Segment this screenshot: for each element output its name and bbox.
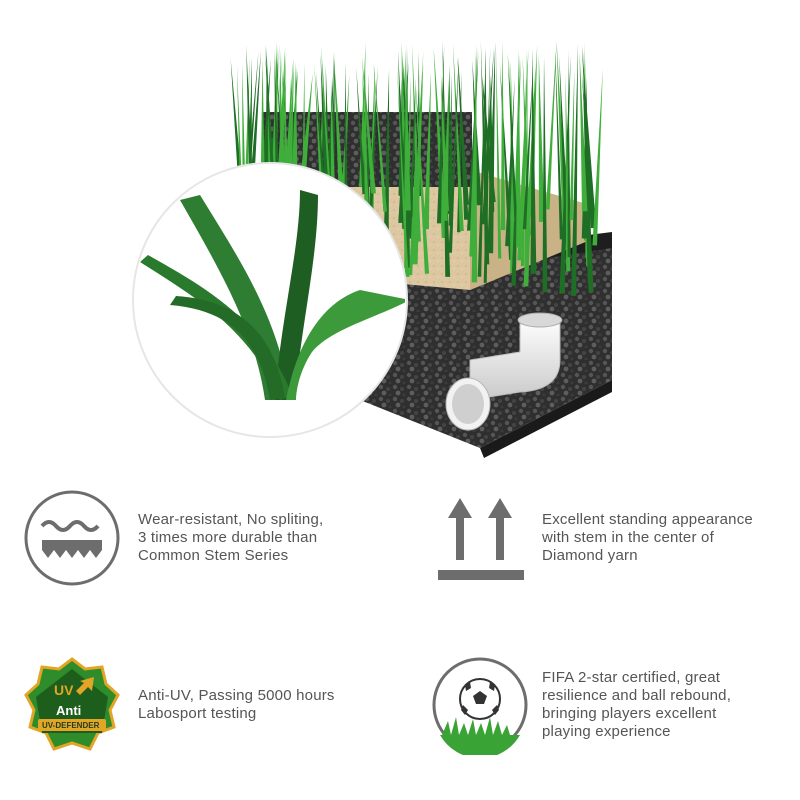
grass-blade <box>545 41 557 210</box>
grass-blade <box>403 59 411 205</box>
feature-wear-resistant: Wear-resistant, No spliting, 3 times mor… <box>22 488 323 588</box>
grass-blade <box>442 72 450 221</box>
feature-text: Wear-resistant, No spliting, 3 times mor… <box>138 511 324 564</box>
grass-blade <box>362 69 372 265</box>
badge-anti-text: Anti <box>56 703 81 718</box>
grass-blade <box>538 53 545 222</box>
grass-blade <box>517 47 529 261</box>
grass-blade <box>471 43 478 283</box>
grass-blade <box>592 68 603 246</box>
grass-blade <box>482 76 490 265</box>
grass-blade <box>436 46 445 224</box>
grass-blade <box>368 66 378 222</box>
grass-blade <box>505 78 515 247</box>
grass-blade <box>477 49 487 277</box>
feature-text: Excellent standing appearance with stem … <box>542 511 753 564</box>
grass-blade <box>507 51 519 235</box>
grass-blade <box>581 44 597 229</box>
grass-blade <box>516 49 522 248</box>
grass-blade <box>373 63 387 212</box>
grass-blade <box>246 51 259 188</box>
grass-blade <box>367 63 375 245</box>
grass-blade <box>265 55 278 215</box>
grass-blade <box>448 57 459 253</box>
grass-blade <box>260 59 266 196</box>
grass-blade <box>579 52 588 212</box>
grass-blade <box>361 56 376 194</box>
grass-blade <box>567 49 571 258</box>
grass-blade <box>249 50 261 191</box>
grass-blade <box>569 68 575 221</box>
feature-anti-uv: UV Anti UV-DEFENDER Anti-UV, Passing 500… <box>22 655 335 755</box>
grass-blade <box>300 73 313 178</box>
grass-blade <box>321 45 332 196</box>
grass-blade <box>382 69 390 266</box>
grass-blade <box>457 56 470 205</box>
grass-blade <box>266 59 275 189</box>
grass-blade <box>500 41 506 231</box>
grass-blade <box>453 43 464 231</box>
anti-uv-badge-icon: UV Anti UV-DEFENDER <box>22 655 122 755</box>
grass-blade <box>411 50 424 256</box>
soccer-ball-grass-icon <box>430 655 530 759</box>
feature-standing-appearance: Excellent standing appearance with stem … <box>430 488 753 588</box>
grass-blade <box>555 49 563 240</box>
grass-blade <box>277 46 286 176</box>
grass-blade <box>495 50 502 259</box>
grass-blade <box>542 56 548 293</box>
grass-blade <box>356 67 366 195</box>
feature-text: Anti-UV, Passing 5000 hours Labosport te… <box>138 687 335 722</box>
grass-blade <box>402 55 414 230</box>
grass-blade <box>556 40 568 233</box>
grass-blade <box>405 49 411 211</box>
grass-blade <box>440 73 450 211</box>
grass-blade <box>458 57 469 220</box>
badge-uv-text: UV <box>54 682 74 698</box>
grass-blade <box>482 75 496 203</box>
grass-blade <box>412 62 424 265</box>
grass-blade <box>397 66 409 274</box>
grass-blade <box>530 49 537 274</box>
standing-arrows-icon <box>430 488 530 588</box>
feature-text: FIFA 2-star certified, great resilience … <box>542 669 732 740</box>
grass-blade <box>448 74 453 226</box>
grass-blade <box>320 54 330 203</box>
grass-blade <box>409 69 420 276</box>
grass-blade <box>415 78 430 274</box>
turf-cross-section-illustration <box>132 40 612 458</box>
grass-blade <box>522 55 531 236</box>
grass-blade <box>274 48 281 254</box>
feature-fifa-certified: FIFA 2-star certified, great resilience … <box>430 655 732 759</box>
yarn-closeup-magnifier <box>132 162 408 438</box>
grass-blade <box>409 78 416 217</box>
grass-blade <box>522 66 534 230</box>
drainage-pipe <box>445 312 563 431</box>
grass-blade <box>333 52 346 214</box>
grass-blade <box>472 59 482 206</box>
grass-blade <box>423 72 431 230</box>
grass-blade <box>265 46 269 194</box>
grass-blade <box>571 43 578 296</box>
grass-blade <box>483 47 491 283</box>
badge-defender-text: UV-DEFENDER <box>42 721 100 730</box>
wear-resistant-icon <box>22 488 122 588</box>
